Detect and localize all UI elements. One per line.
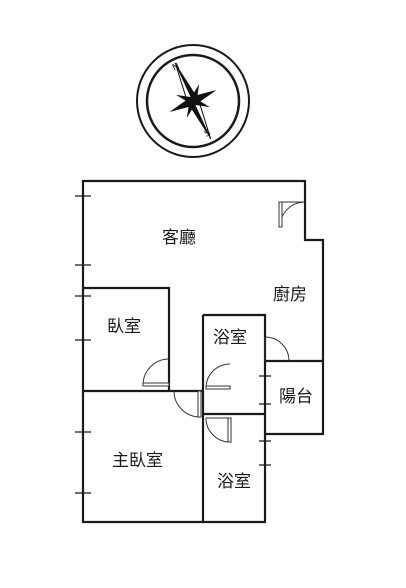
master-door-leaf bbox=[197, 390, 202, 418]
room-label-bathroom-1: 浴室 bbox=[213, 328, 247, 348]
master-door-icon bbox=[173, 390, 201, 418]
window-master bbox=[75, 431, 91, 494]
bathroom2-door-leaf bbox=[227, 417, 232, 443]
compass-outer-ring bbox=[136, 44, 250, 158]
bedroom-wall bbox=[83, 286, 171, 391]
compass-south-label: S bbox=[203, 128, 213, 140]
doors bbox=[142, 201, 306, 443]
balcony-wall bbox=[263, 359, 323, 434]
kitchen-door-icon bbox=[264, 336, 290, 362]
bedroom-door-leaf bbox=[142, 382, 170, 387]
entry-door-leaf bbox=[278, 201, 283, 228]
room-label-living: 客廳 bbox=[162, 228, 196, 248]
walls bbox=[81, 179, 325, 524]
room-label-bedroom: 臥室 bbox=[107, 317, 141, 337]
room-label-balcony: 陽台 bbox=[279, 387, 313, 407]
compass-inner-ring bbox=[145, 53, 241, 149]
room-labels: 客廳 廚房 臥室 浴室 陽台 主臥室 浴室 bbox=[107, 228, 313, 492]
compass: N S bbox=[136, 44, 250, 158]
window-living bbox=[75, 195, 91, 266]
outer-wall bbox=[81, 179, 325, 524]
compass-north-label: N bbox=[171, 62, 181, 74]
room-label-kitchen: 廚房 bbox=[273, 284, 307, 305]
bathroom1-door-icon bbox=[205, 363, 231, 389]
window-bedroom bbox=[75, 295, 91, 341]
window-bathroom2 bbox=[259, 440, 271, 466]
entry-door-icon bbox=[279, 201, 306, 228]
bathroom1-door-leaf bbox=[205, 385, 231, 390]
bedroom-door-icon bbox=[142, 358, 170, 386]
windows bbox=[75, 195, 271, 494]
compass-rose-icon bbox=[169, 62, 217, 140]
window-balcony-left bbox=[259, 375, 271, 405]
room-label-bathroom-2: 浴室 bbox=[217, 472, 251, 492]
room-label-master-bedroom: 主臥室 bbox=[112, 451, 163, 471]
bathroom2-door-icon bbox=[205, 417, 231, 443]
